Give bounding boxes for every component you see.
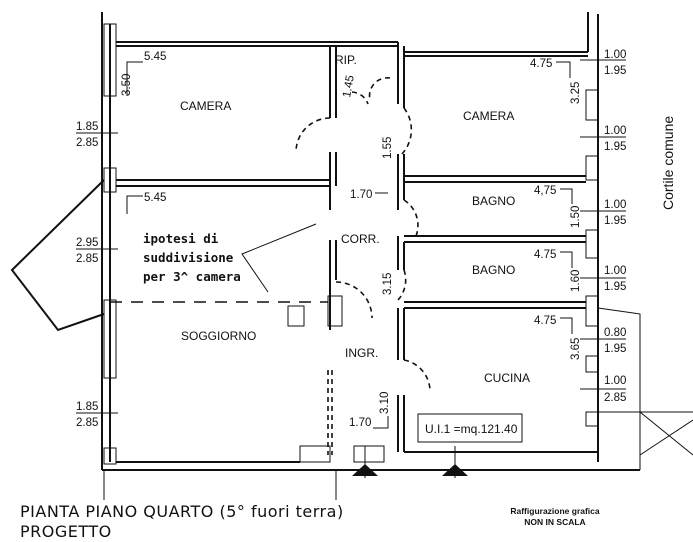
room-label-bagno-2: BAGNO [472,263,515,277]
right-window-2-bottom: 1.95 [604,141,626,153]
room-label-cucina: CUCINA [484,371,530,385]
dim-ingr-width: 1.70 [349,417,371,429]
dim-camera-1-width: 5.45 [144,51,166,63]
plan-title-line-1: PIANTA PIANO QUARTO (5° fuori terra) [20,502,344,521]
dim-corr-upper: 1.55 [382,137,394,159]
room-label-corr: CORR. [341,232,380,246]
right-window-1-top: 1.00 [604,49,626,61]
right-window-5-bottom: 1.95 [604,343,626,355]
dim-camera-2-depth: 3.25 [570,82,582,104]
cortile-label: Cortile comune [660,116,676,210]
area-box [417,413,523,443]
right-window-4-bottom: 1.95 [604,281,626,293]
entrance-arrows [103,446,468,500]
dim-bagno-1-depth: 1.50 [570,206,582,228]
area-label: U.I.1 =mq.121.40 [425,422,518,436]
left-window-2-top: 2.95 [76,237,98,249]
left-window-dims: 1.85 2.85 2.95 2.85 1.85 2.85 [76,121,118,429]
dim-bagno-1-width: 4,75 [534,185,556,197]
right-window-dims: 1.00 1.95 1.00 1.95 1.00 1.95 1.00 1.95 … [580,49,626,404]
left-window-1-top: 1.85 [76,121,98,133]
room-label-camera-2: CAMERA [463,109,514,123]
plan-title: PIANTA PIANO QUARTO (5° fuori terra) PRO… [20,502,344,542]
room-label-bagno-1: BAGNO [472,194,515,208]
dim-ingr-depth: 3.10 [379,392,391,414]
annotation-pointer [241,223,317,293]
interior-walls [116,42,586,463]
right-window-4-top: 1.00 [604,265,626,277]
right-window-6-bottom: 2.85 [604,392,626,404]
entrance-arrow-1 [352,464,378,476]
door-arcs [295,77,431,391]
dim-corr-depth: 3.15 [382,273,394,295]
dim-rip-depth: 1.45 [341,74,357,98]
dim-corr-width: 1.70 [350,189,372,201]
balcony-outline [10,179,105,332]
annotation-line-2: suddivisione [143,250,234,265]
dim-room-3-width: 5.45 [144,192,166,204]
courtyard-annex [597,307,693,470]
room-label-rip: RIP. [335,53,357,67]
room-label-ingr: INGR. [345,346,378,360]
annotation-line-3: per 3^ camera [143,269,241,284]
scale-note-line-2: NON IN SCALA [524,517,586,527]
left-window-1-bottom: 2.85 [76,137,98,149]
right-window-6-top: 1.00 [604,375,626,387]
left-window-2-bottom: 2.85 [76,253,98,265]
right-window-2-top: 1.00 [604,125,626,137]
annotation-line-1: ipotesi di [143,231,219,246]
dim-bagno-2-width: 4.75 [534,249,556,261]
right-window-3-bottom: 1.95 [604,215,626,227]
right-window-5-top: 0.80 [604,327,626,339]
dim-camera-1-depth: 3.50 [121,74,133,96]
entrance-arrow-2 [442,464,468,476]
right-window-3-top: 1.00 [604,199,626,211]
dim-camera-2-width: 4.75 [530,58,552,70]
room-label-soggiorno: SOGGIORNO [181,329,256,343]
left-window-3-bottom: 2.85 [76,417,98,429]
dim-bagno-2-depth: 1.60 [570,270,582,292]
plan-title-line-2: PROGETTO [20,522,112,541]
room-label-camera-1: CAMERA [180,99,231,113]
dim-cucina-depth: 3.65 [570,338,582,360]
scale-note-line-1: Raffigurazione grafica [510,506,600,516]
dim-cucina-width: 4.75 [534,315,556,327]
right-window-1-bottom: 1.95 [604,65,626,77]
left-window-3-top: 1.85 [76,401,98,413]
scale-note: Raffigurazione grafica NON IN SCALA [495,506,615,528]
